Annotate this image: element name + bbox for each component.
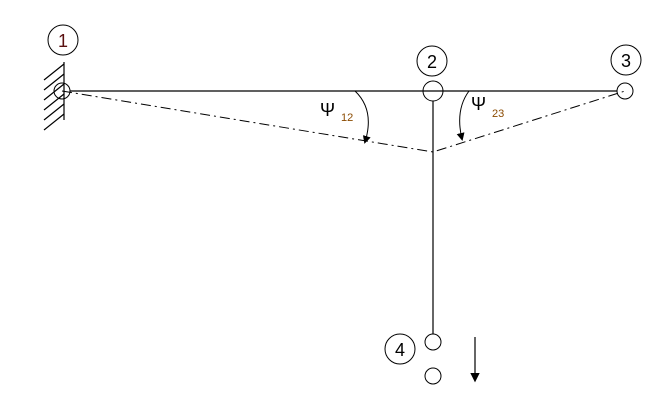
node-label-4: 4 [384,333,416,365]
node-label-3: 3 [610,44,642,76]
joint-3 [616,82,634,100]
angle-arc-psi23 [456,90,470,141]
node-label-1: 1 [47,24,79,56]
node-number: 2 [427,52,437,72]
node-number: 1 [58,31,68,51]
joint-1 [53,82,71,100]
joint-2 [422,80,444,102]
joint-4-lower [424,367,442,385]
angle-arc-psi12 [354,90,371,144]
node-number: 4 [395,340,405,360]
node-number: 3 [621,51,631,71]
node-label-2: 2 [416,45,448,77]
joint-4-upper [424,333,442,351]
fixed-support [43,62,65,131]
